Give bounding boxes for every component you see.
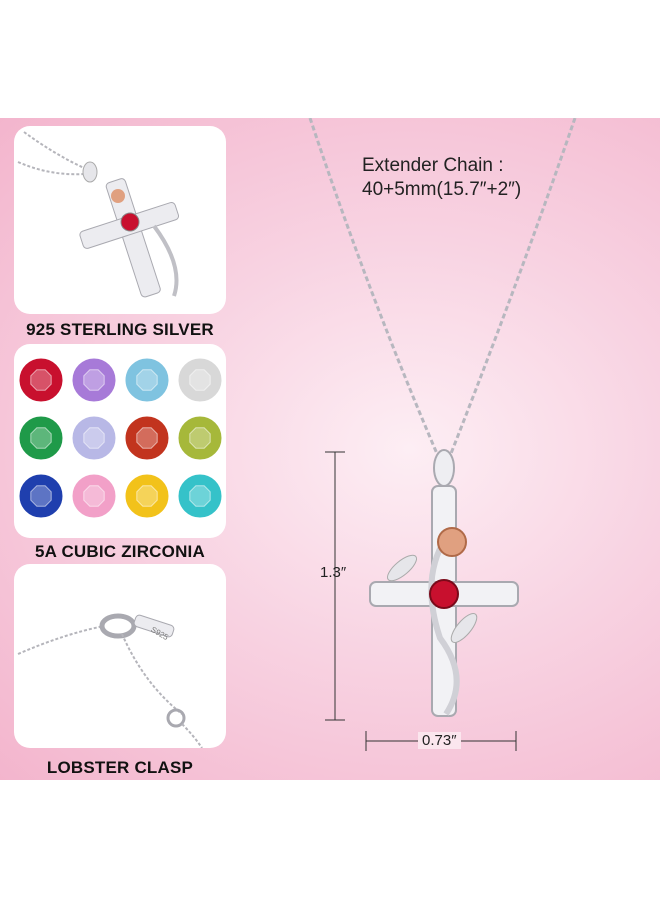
gem-swatch xyxy=(18,415,64,461)
gem-color-grid xyxy=(18,357,223,519)
width-dimension: 0.73″ xyxy=(418,732,461,749)
extender-chain-title: Extender Chain : xyxy=(362,155,504,176)
extender-chain-size: 40+5mm(15.7″+2″) xyxy=(362,179,522,200)
necklace-chain xyxy=(308,118,577,457)
gem-swatch xyxy=(71,473,117,519)
extender-chain-label: Extender Chain : 40+5mm(15.7″+2″) xyxy=(362,154,532,202)
lobster-clasp-card: S925 xyxy=(14,564,226,748)
gem-swatch xyxy=(177,357,223,403)
product-hero: 925 STERLING SILVER 5A CUBIC ZIRCONIA S9… xyxy=(0,118,660,780)
gem-swatch xyxy=(124,415,170,461)
feature-label-silver: 925 STERLING SILVER xyxy=(26,320,214,339)
gem-swatch xyxy=(124,473,170,519)
gem-swatch xyxy=(177,473,223,519)
gem-swatch xyxy=(18,357,64,403)
ruby-stone xyxy=(429,579,459,609)
necklace-thumbnail xyxy=(17,131,180,298)
gem-swatch xyxy=(71,357,117,403)
height-dimension-line xyxy=(325,451,345,721)
height-dimension: 1.3″ xyxy=(320,564,347,581)
feature-label-clasp: LOBSTER CLASP xyxy=(46,758,194,777)
feature-label-zirconia: 5A CUBIC ZIRCONIA xyxy=(35,542,205,561)
gem-swatch xyxy=(124,357,170,403)
clasp-thumbnail: S925 xyxy=(17,613,203,748)
rose-charm xyxy=(437,527,467,557)
gem-swatch xyxy=(177,415,223,461)
gem-swatch xyxy=(18,473,64,519)
cross-pendant xyxy=(369,449,519,717)
cubic-zirconia-card xyxy=(14,344,226,538)
sterling-silver-card xyxy=(14,126,226,314)
gem-swatch xyxy=(71,415,117,461)
